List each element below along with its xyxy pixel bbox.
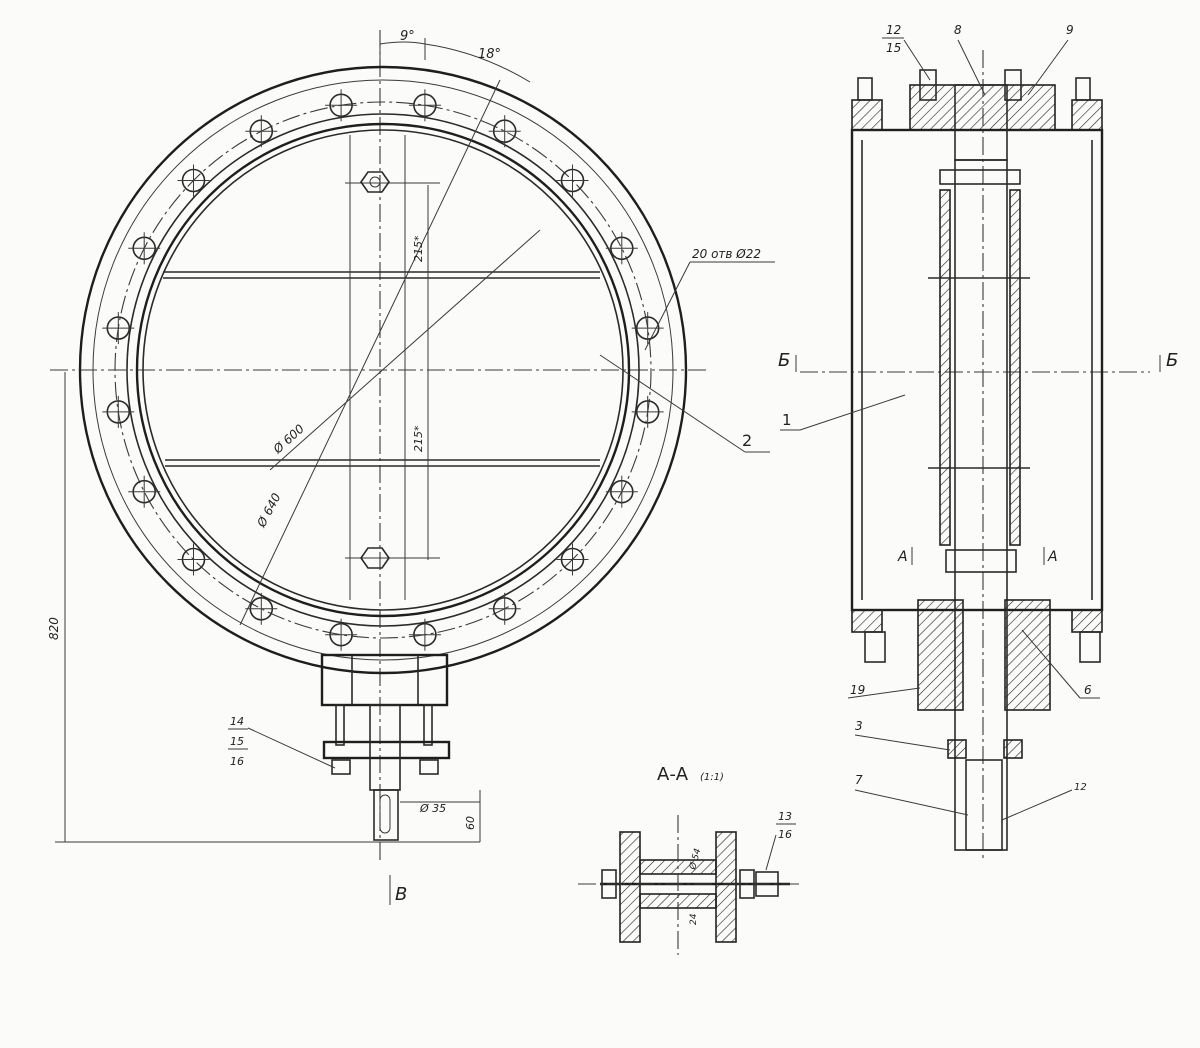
bottom-flange-left: [851, 609, 883, 633]
bottom-flange-right: [1071, 609, 1103, 633]
section-a-a: А-А (1:1) Ø 54 24 13 16: [578, 764, 800, 955]
callout-15-top: 15: [886, 41, 901, 55]
lower-housing-right: [1004, 599, 1051, 711]
callout-16-aa: 16: [778, 828, 792, 841]
callout-2-leader: [599, 354, 746, 453]
side-section-view: Б Б А А 1 8 9 12 15 19 6 3 7 12: [778, 23, 1178, 860]
callout-8: 8: [954, 23, 962, 37]
upper-collar: [939, 169, 1021, 185]
holes-note: 20 отв Ø22: [692, 247, 761, 261]
shaft-nut-top: [360, 171, 390, 193]
holes-note-leader: [644, 261, 691, 351]
bore-circle: [135, 122, 631, 618]
section-aa-scale: (1:1): [700, 772, 724, 783]
shaft-dia-label: Ø 35: [419, 802, 446, 815]
shaft-end: [373, 789, 399, 841]
dim-215-bottom: 215*: [412, 425, 425, 452]
flange-outer-circle: [78, 65, 688, 675]
callout-19: 19: [850, 683, 865, 697]
angle-9-label: 9°: [400, 29, 415, 44]
dim-820-label: 820: [47, 617, 61, 640]
callout-16: 16: [230, 755, 244, 768]
top-flange-right: [1071, 99, 1103, 131]
mounting-plate: [322, 740, 451, 760]
dia-600-leader: [269, 229, 541, 471]
view-b-label: В: [395, 884, 407, 905]
callout-12: 12: [886, 23, 901, 37]
section-b-left: Б: [778, 350, 790, 371]
aa-left-wall: [619, 831, 641, 943]
callout-15: 15: [230, 735, 244, 748]
bolt-holes: [102, 89, 664, 651]
shaft-len-label: 60: [464, 816, 477, 830]
callout-7: 7: [855, 773, 863, 787]
lower-housing-left: [917, 599, 964, 711]
dia-600-label: Ø 600: [270, 421, 307, 457]
dim-215-top: 215*: [412, 235, 425, 262]
keyway: [379, 794, 391, 834]
shaft-tail: [965, 759, 1003, 851]
dia-640-label: Ø 640: [254, 491, 284, 531]
shaft-nut-bottom: [360, 547, 390, 569]
front-view: 9° 18° 2 20 отв Ø22 Ø 600 Ø 640 215* 215…: [47, 29, 775, 905]
aa-right-wall: [715, 831, 737, 943]
section-aa-title: А-А: [657, 764, 689, 785]
callout-13: 13: [778, 810, 792, 823]
callout-12-bottom: 12: [1074, 782, 1087, 793]
callout-9: 9: [1066, 23, 1074, 37]
top-gland: [909, 84, 1056, 131]
top-bolt-left: [919, 69, 937, 101]
top-bolt-right: [1004, 69, 1022, 101]
top-flange-left: [851, 99, 883, 131]
section-a-left: А: [897, 549, 908, 565]
callout-14: 14: [230, 715, 244, 728]
disc-left-hatch: [939, 189, 951, 546]
section-b-right: Б: [1166, 350, 1178, 371]
callout-6: 6: [1084, 683, 1092, 697]
dia-640-leader: [239, 79, 501, 626]
aa-dim-24: 24: [689, 913, 699, 925]
valve-body: [850, 128, 1104, 612]
lower-collar: [945, 549, 1017, 573]
angle-18-label: 18°: [478, 47, 501, 62]
callout-2: 2: [742, 431, 752, 450]
shaft-lower: [369, 704, 401, 791]
callout-3: 3: [855, 719, 863, 733]
section-a-right: А: [1047, 549, 1058, 565]
disc-right-hatch: [1009, 189, 1021, 546]
bolt-circle: [114, 101, 652, 639]
flange-rim-circle: [92, 79, 674, 661]
actuator-housing: [320, 653, 449, 707]
flange-inner-circle: [126, 113, 640, 627]
callout-1: 1: [782, 411, 792, 429]
